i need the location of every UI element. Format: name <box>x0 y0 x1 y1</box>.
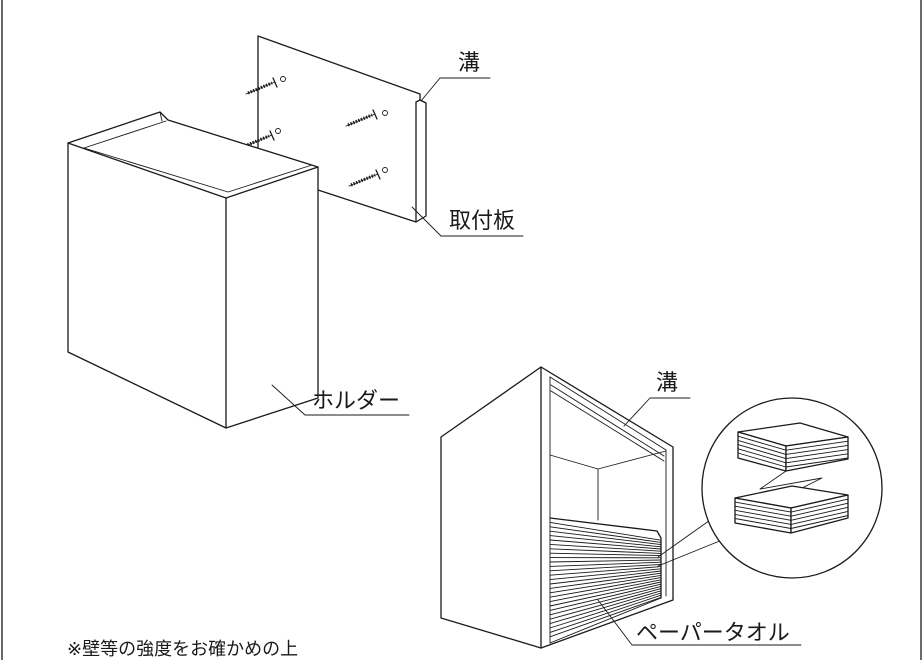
holder-rim-front <box>83 147 313 193</box>
holder-box <box>67 111 319 429</box>
towel-layer-line <box>790 506 849 521</box>
label-interior-groove: 溝 <box>623 371 691 427</box>
holder-interior-ceiling <box>549 450 667 470</box>
label-holder: ホルダー <box>271 384 410 416</box>
towel-layer-line <box>785 457 849 468</box>
groove-rail <box>550 390 665 462</box>
leader-line <box>271 384 410 416</box>
towel-layer-line <box>549 568 662 581</box>
holder-front-frame <box>540 366 674 649</box>
towel-layer-line <box>734 509 792 521</box>
towel-layer-line <box>790 510 849 525</box>
towel-layer-line <box>790 502 849 517</box>
towel-layer-line <box>737 444 787 460</box>
towel-layer-line <box>549 561 662 567</box>
magnifier-connector <box>657 537 728 567</box>
holder-installed <box>440 366 674 649</box>
leader-line <box>623 397 691 427</box>
magnified-detail <box>657 397 883 579</box>
towel-layer-line <box>790 515 849 529</box>
towel-layer-line <box>737 448 787 464</box>
towel-layer-line <box>734 518 792 529</box>
mounting-plate-label: 取付板 <box>449 209 515 234</box>
towel-layer-line <box>549 548 662 554</box>
paper-towel-stack-outline <box>549 517 662 599</box>
towel-layer-line <box>785 453 849 464</box>
screw <box>345 109 388 127</box>
towel-layer-line <box>785 449 849 460</box>
leader-line <box>420 77 491 102</box>
towel-layer-line <box>734 505 792 517</box>
holder-inner-frame <box>549 376 667 597</box>
label-mounting-plate: 取付板 <box>411 206 524 237</box>
towel-layer-line <box>790 498 849 513</box>
holder-inner-bottom-edge <box>549 597 662 644</box>
towel-layer-line <box>549 579 662 603</box>
towel-layer-line <box>785 444 849 455</box>
towel-layer-line <box>549 563 662 572</box>
towel-layer-line <box>549 559 662 563</box>
towel-layer-line <box>785 440 849 451</box>
top-groove-label: 溝 <box>458 51 480 76</box>
towel-layer-line <box>549 543 662 552</box>
label-paper-towel: ペーパータオル <box>597 599 802 646</box>
label-top-groove: 溝 <box>420 51 491 102</box>
towel-layer-line <box>734 513 792 525</box>
towel-layer-line <box>549 594 662 633</box>
holder-outline <box>67 111 319 429</box>
towel-layer-line <box>549 526 662 543</box>
towel-layer-line <box>549 552 662 557</box>
towel-layer-line <box>737 435 787 451</box>
towel-layer-line <box>549 539 662 550</box>
leader-line <box>411 206 524 237</box>
holder-rim-corner <box>159 111 163 122</box>
towel-layer-line <box>549 521 662 541</box>
interfold-zigzag <box>759 470 823 490</box>
interior-groove-label: 溝 <box>656 371 678 396</box>
towel-layer-line <box>737 452 787 468</box>
folded-towel-block-upper <box>737 422 849 472</box>
towel-layer-line <box>549 585 662 616</box>
screw-hole <box>275 128 281 134</box>
towel-layer-line <box>549 530 662 546</box>
screw-hole <box>382 167 388 173</box>
towel-layer-line <box>549 577 662 598</box>
wall-strength-note: ※壁等の強度をお確かめの上 <box>67 639 298 660</box>
towel-layer-line <box>549 583 662 611</box>
towel-layer-line <box>549 535 662 548</box>
screw-hole <box>382 110 388 116</box>
towel-layer-line <box>737 439 787 455</box>
magnifier-connector <box>657 517 714 558</box>
towel-layer-line <box>549 566 662 576</box>
paper-towel-label: ペーパータオル <box>636 621 790 646</box>
screw <box>245 76 286 95</box>
holder-rim-back <box>83 120 167 149</box>
screw <box>348 167 388 187</box>
mounting-plate-front-edge <box>415 99 421 223</box>
towel-layer-line <box>549 574 662 594</box>
towel-layer-line <box>549 581 662 607</box>
towel-layer-line <box>549 590 662 625</box>
towel-layer-line <box>549 570 662 585</box>
towel-layer-line <box>549 596 662 638</box>
holder-side-panel <box>440 366 542 649</box>
holder-label: ホルダー <box>312 389 400 414</box>
towel-layer-line <box>549 572 662 589</box>
towel-layer-line <box>734 501 792 513</box>
holder-right-top-edge <box>225 166 319 199</box>
groove-rail <box>550 384 665 457</box>
leader-line <box>597 599 802 646</box>
paper-towel-stack <box>549 517 662 638</box>
screw-hole <box>280 76 286 82</box>
towel-layer-line <box>549 588 662 620</box>
folded-towel-block-lower <box>734 485 849 534</box>
